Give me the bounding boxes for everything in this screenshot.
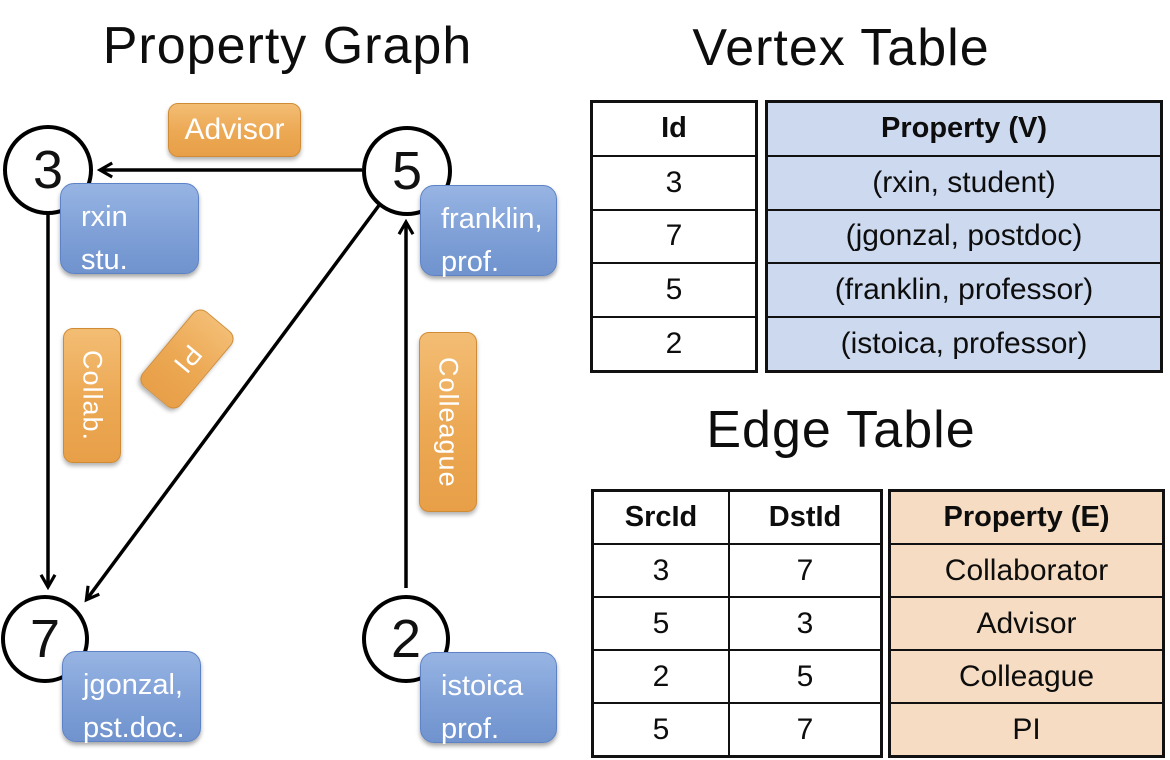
vertex-property-cell: (jgonzal, postdoc) [768,210,1160,263]
edge-dst-cell: 3 [728,598,880,649]
vertex-property-box-3: rxin stu. [60,183,199,276]
vertex-property-box-2: istoica prof. [420,652,557,745]
vertex-property-line: pst.doc. [83,712,185,744]
vertex-id-cell: 3 [665,165,683,199]
vertex-property-line: istoica [441,670,524,702]
edge-label-text: Colleague [433,356,464,488]
edge-label-collab: Collab. [63,328,121,463]
vertex-table-title: Vertex Table [692,19,990,77]
edge-dst-cell: 7 [728,545,880,596]
node-id-label: 3 [32,140,64,200]
edge-table: SrcId DstId 3 7 5 3 2 5 5 7 Property (E) [591,489,1165,758]
edge-pi-5-to-7 [84,202,382,603]
vertex-property-line: stu. [81,244,128,276]
edge-property-cell: PI [891,704,1162,755]
vertex-property-cell: (rxin, student) [768,156,1160,209]
vertex-property-cell: (franklin, professor) [768,264,1160,317]
vertex-id-cell: 7 [665,219,683,253]
edge-table-srcid-header: SrcId [624,501,698,533]
graph-node-2: 2 [362,595,450,683]
edge-src-cell: 2 [652,659,670,693]
edge-property-cell: Colleague [891,651,1162,702]
vertex-table-property-header: Property (V) [768,103,1160,155]
node-id-label: 7 [29,609,61,669]
node-id-label: 5 [391,141,423,201]
edge-label-text: Advisor [184,113,285,146]
edge-table-ids-column: SrcId DstId 3 7 5 3 2 5 5 7 [591,489,883,758]
edge-src-cell: 5 [652,606,670,640]
edge-property-cell: Advisor [891,598,1162,649]
property-graph-title: Property Graph [102,17,473,75]
node-id-label: 2 [390,609,422,669]
edge-property-cell: Collaborator [891,545,1162,596]
vertex-table: Id 3 7 5 2 Property (V) (rxin, student) … [590,100,1163,373]
vertex-id-cell: 5 [665,273,683,307]
edge-dst-cell: 7 [728,704,880,755]
edge-label-advisor: Advisor [168,103,301,157]
vertex-property-box-7: jgonzal, pst.doc. [62,651,201,744]
vertex-table-property-column: Property (V) (rxin, student) (jgonzal, p… [765,100,1163,373]
graph-edges-layer [39,161,415,603]
edge-label-text: Collab. [77,349,108,442]
edge-dst-cell: 5 [728,651,880,702]
table-column-gap [883,489,888,758]
edge-table-dstid-header: DstId [728,492,880,543]
graph-node-5: 5 [362,126,452,216]
vertex-property-line: franklin, [441,203,543,235]
edge-table-property-column: Property (E) Collaborator Advisor Collea… [888,489,1165,758]
vertex-property-line: prof. [441,713,500,745]
edge-src-cell: 5 [652,712,670,746]
vertex-property-cell: (istoica, professor) [768,318,1160,370]
table-column-gap [758,100,765,373]
vertex-property-line: rxin [81,201,128,233]
vertex-id-cell: 2 [665,327,683,361]
vertex-table-id-header: Id [661,112,687,145]
edge-label-text: PI [167,339,208,380]
vertex-property-box-5: franklin, prof. [420,185,557,278]
edge-table-title: Edge Table [706,401,976,459]
vertex-table-id-column: Id 3 7 5 2 [590,100,758,373]
edge-src-cell: 3 [652,553,670,587]
edge-table-property-header: Property (E) [891,492,1162,543]
edge-label-colleague: Colleague [419,332,477,512]
vertex-property-line: jgonzal, [83,669,183,701]
vertex-property-line: prof. [441,246,500,278]
